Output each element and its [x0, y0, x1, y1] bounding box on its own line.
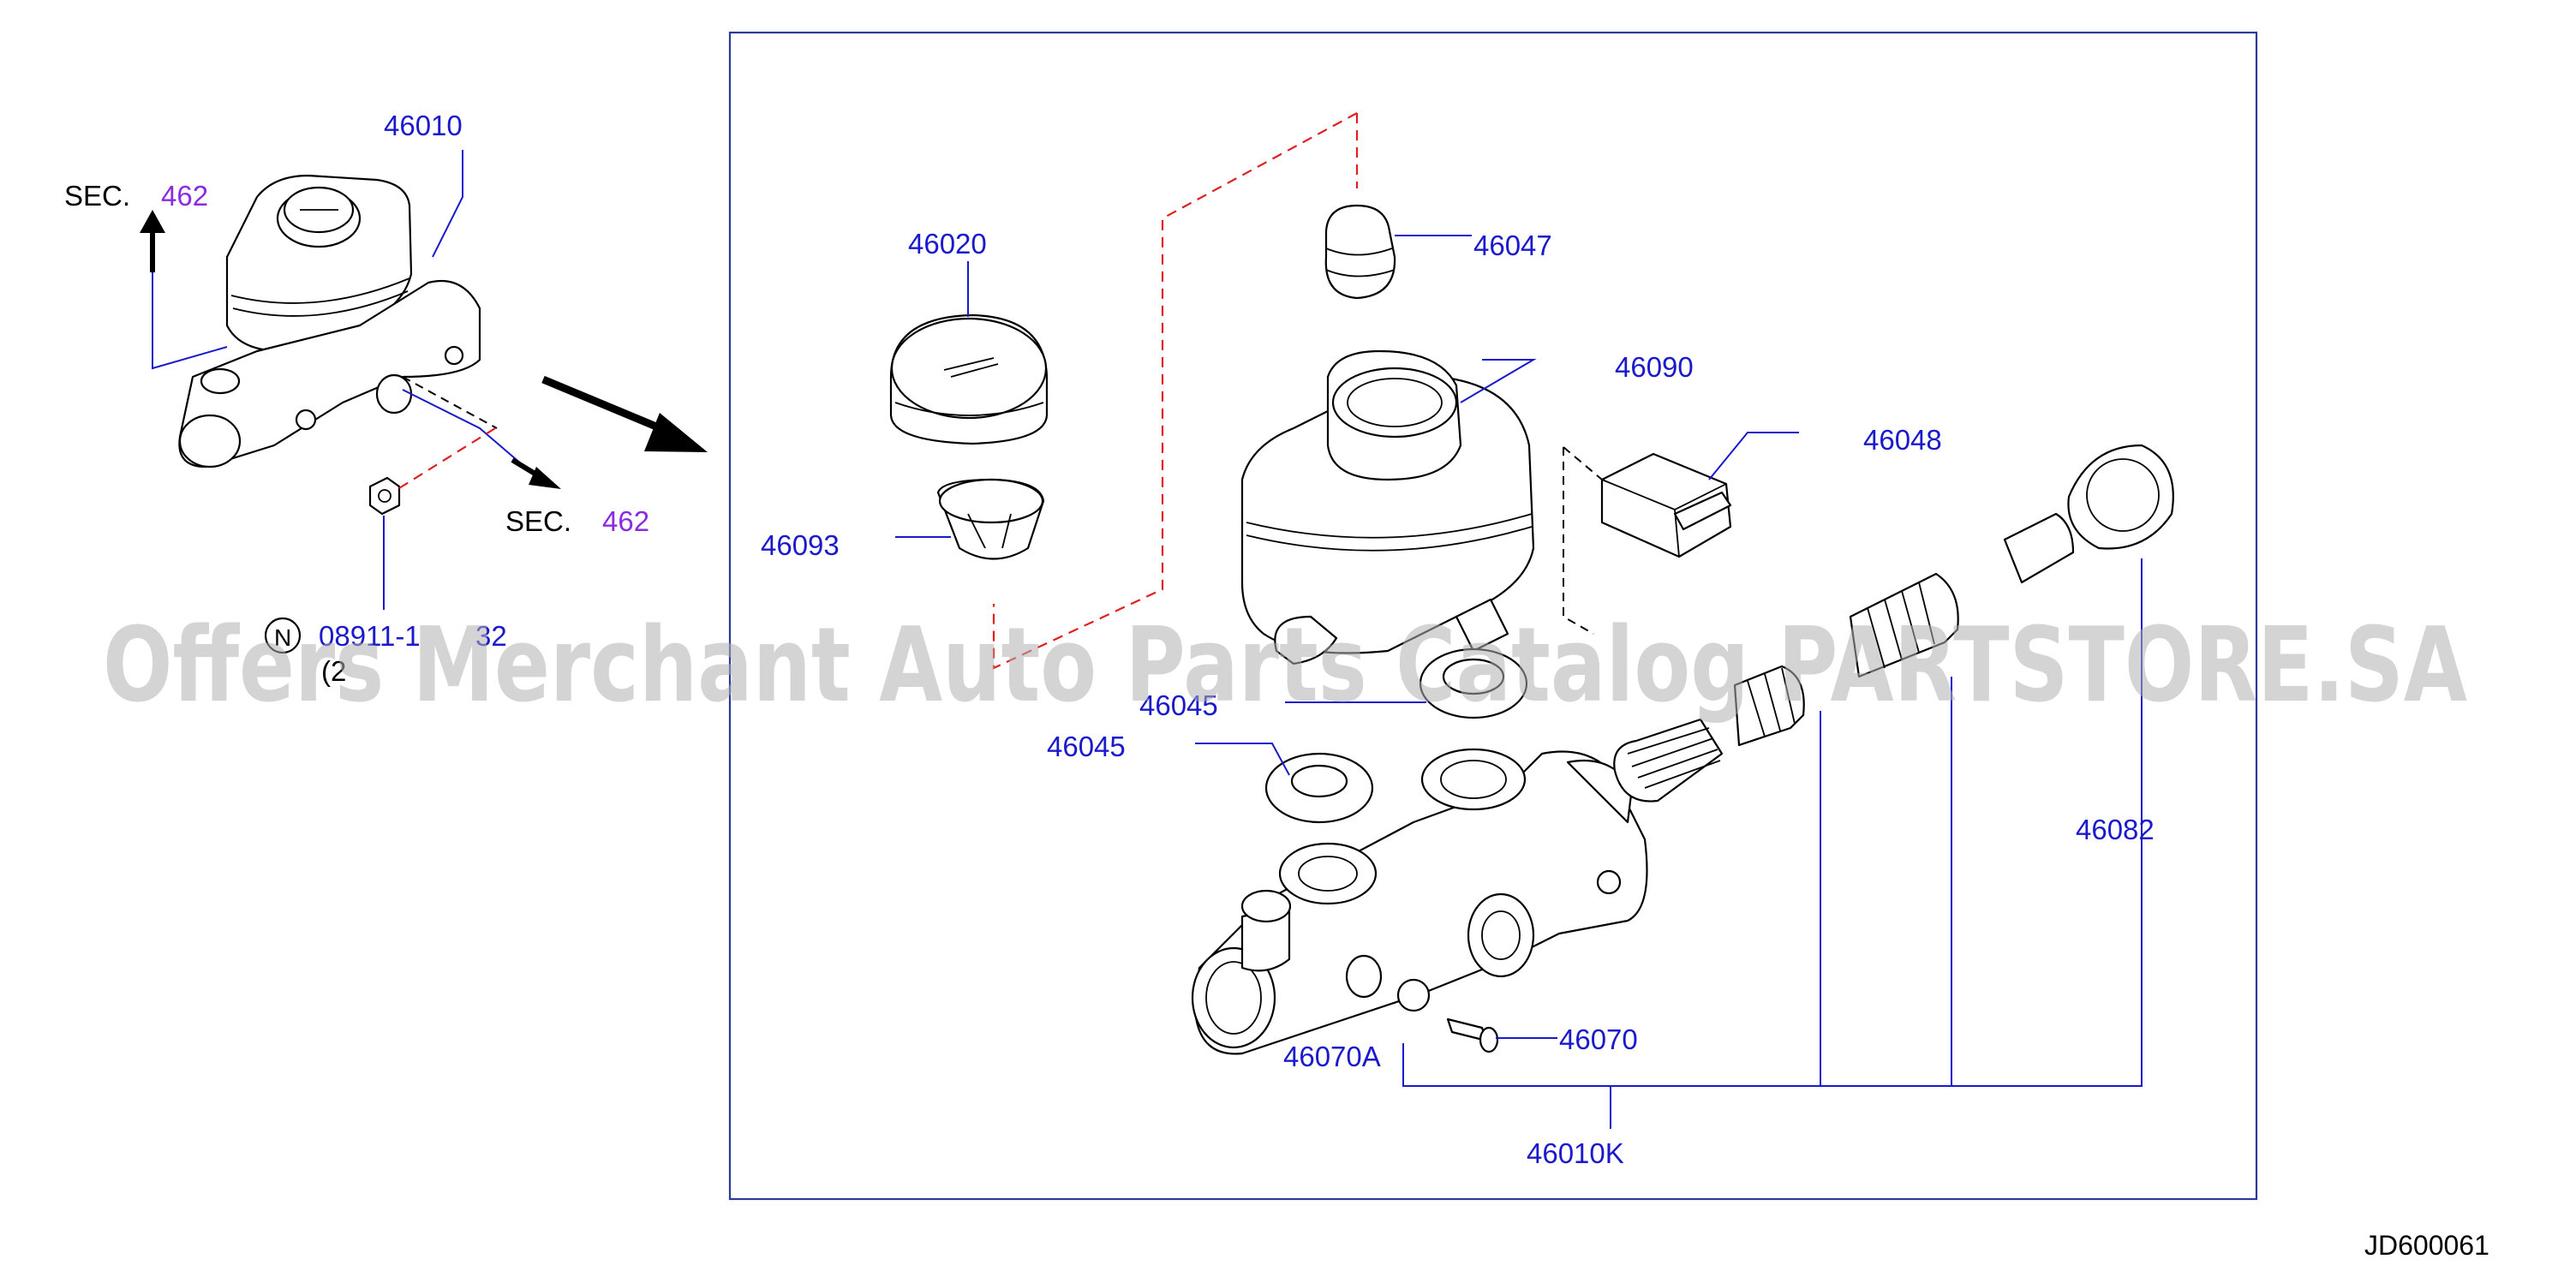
label-46070A[interactable]: 46070A: [1283, 1041, 1381, 1072]
label-nut-marker: N: [274, 624, 291, 651]
label-46010K[interactable]: 46010K: [1527, 1137, 1624, 1169]
label-46045-upper[interactable]: 46045: [1139, 689, 1218, 721]
part-46093-shape[interactable]: [936, 478, 1045, 560]
label-46082[interactable]: 46082: [2076, 814, 2155, 845]
diagram-code: JD600061: [2364, 1230, 2489, 1261]
label-46045-lower[interactable]: 46045: [1047, 731, 1126, 762]
label-46093[interactable]: 46093: [761, 529, 840, 561]
nut-marker-circle: [264, 617, 302, 654]
part-46045-upper-shape[interactable]: [1419, 647, 1528, 719]
overview-assembly[interactable]: [178, 174, 481, 516]
label-46048[interactable]: 46048: [1863, 424, 1942, 456]
detail-frame: [728, 31, 2258, 1201]
label-sec-bottom-num[interactable]: 462: [602, 505, 649, 537]
label-sec-top-prefix: SEC.: [64, 180, 130, 212]
label-sec-top-num[interactable]: 462: [161, 180, 208, 212]
label-46010[interactable]: 46010: [384, 110, 463, 141]
part-46090-shape[interactable]: [1240, 349, 1535, 665]
part-46047-shape[interactable]: [1324, 204, 1396, 300]
label-46070[interactable]: 46070: [1559, 1023, 1638, 1055]
label-46020[interactable]: 46020: [908, 228, 987, 260]
part-46020-shape[interactable]: [889, 313, 1049, 445]
label-46047[interactable]: 46047: [1473, 230, 1552, 261]
part-46045-lower-shape[interactable]: [1264, 752, 1374, 824]
piston-kit-shape[interactable]: [1613, 444, 2174, 803]
label-nut-part[interactable]: 08911-1: [319, 620, 421, 652]
label-sec-bottom-prefix: SEC.: [505, 505, 571, 537]
part-46070-shape[interactable]: [1446, 1017, 1499, 1053]
part-46048-shape[interactable]: [1563, 446, 1732, 635]
master-cylinder-body-shape[interactable]: [1191, 748, 1648, 1055]
label-nut-qty: (2: [321, 655, 346, 687]
watermark: Offers Merchant Auto Parts Catalog PARTS…: [103, 606, 2467, 725]
label-nut-part-tail[interactable]: 32: [475, 620, 507, 652]
label-46090[interactable]: 46090: [1615, 351, 1694, 383]
